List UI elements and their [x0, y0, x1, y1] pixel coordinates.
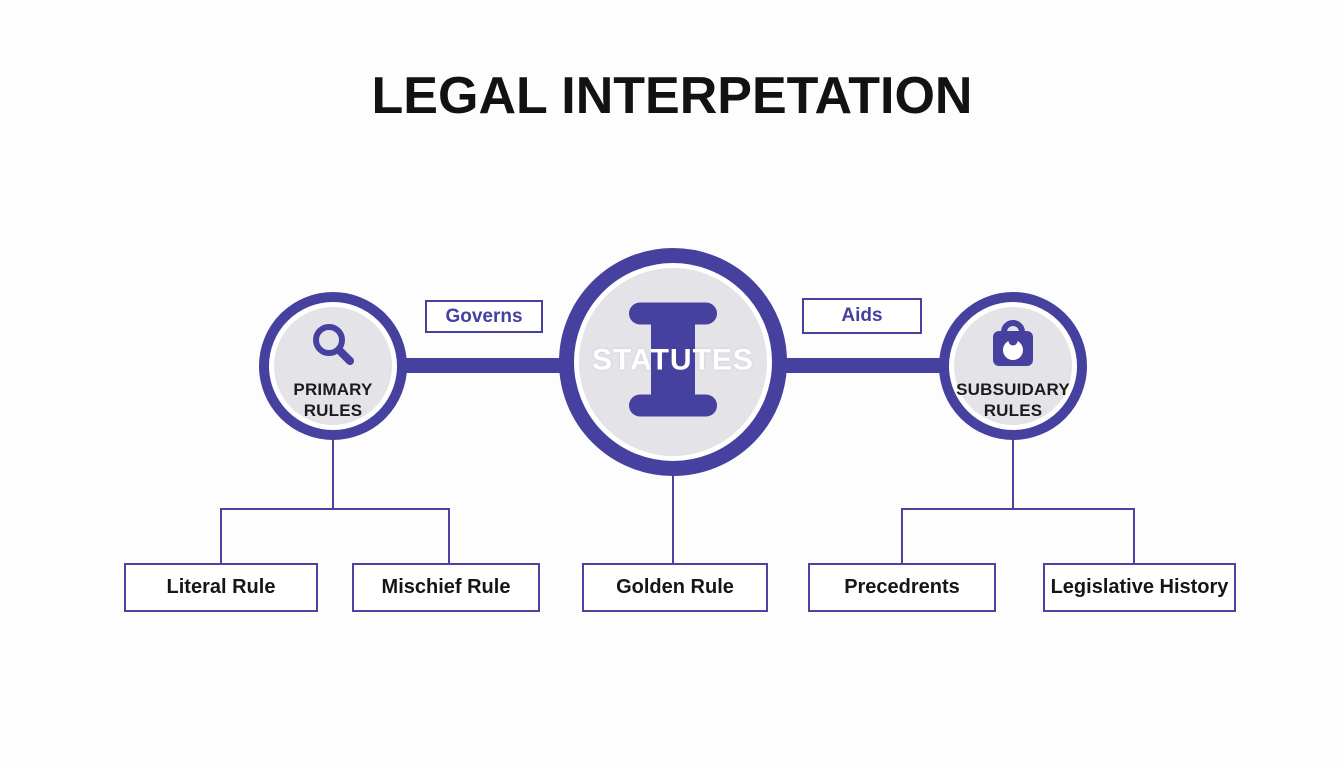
connector-right-rail: [901, 508, 1135, 510]
node-statutes: STATUTES: [559, 248, 787, 476]
connector-right-drop-2: [1133, 508, 1135, 563]
connector-left-drop-2: [448, 508, 450, 563]
edge-label-aids: Aids: [802, 298, 922, 334]
leaf-box-golden-rule-label: Golden Rule: [616, 576, 734, 598]
connector-center-stem: [672, 474, 674, 563]
connector-bar-right: [775, 358, 950, 373]
connector-left-stem: [332, 440, 334, 510]
bag-icon: [987, 319, 1039, 374]
node-primary-rules-body: PRIMARY RULES: [274, 307, 392, 425]
node-primary-rules-label-line2: RULES: [303, 400, 363, 420]
connector-bar-left: [400, 358, 575, 373]
node-statutes-body: STATUTES: [579, 268, 767, 456]
leaf-box-mischief-rule: Mischief Rule: [352, 563, 540, 612]
connector-left-drop-1: [220, 508, 222, 563]
edge-label-governs: Governs: [425, 300, 543, 333]
connector-right-stem: [1012, 440, 1014, 510]
leaf-box-mischief-rule-label: Mischief Rule: [381, 576, 511, 598]
node-statutes-label: STATUTES: [592, 343, 754, 377]
leaf-box-literal-rule: Literal Rule: [124, 563, 318, 612]
node-subsidiary-rules-label-line2: RULES: [983, 400, 1043, 420]
scroll-icon: [623, 302, 723, 422]
connector-right-drop-1: [901, 508, 903, 563]
leaf-box-precedents-label: Precedrents: [844, 576, 960, 598]
node-subsidiary-rules-label-line1: SUBSUIDARY: [956, 380, 1070, 400]
edge-label-governs-text: Governs: [445, 305, 523, 327]
node-primary-rules-label-line1: PRIMARY: [293, 380, 373, 400]
node-primary-rules: PRIMARY RULES: [259, 292, 407, 440]
page-title: LEGAL INTERPETATION: [371, 67, 973, 125]
leaf-box-legislative-history-label: Legislative History: [1050, 576, 1229, 598]
connector-left-rail: [220, 508, 450, 510]
leaf-box-golden-rule: Golden Rule: [582, 563, 768, 612]
node-subsidiary-rules: SUBSUIDARY RULES: [939, 292, 1087, 440]
leaf-box-precedents: Precedrents: [808, 563, 996, 612]
magnifier-icon: [308, 319, 358, 374]
edge-label-aids-text: Aids: [841, 305, 883, 326]
node-subsidiary-rules-body: SUBSUIDARY RULES: [954, 307, 1072, 425]
leaf-box-legislative-history: Legislative History: [1043, 563, 1236, 612]
leaf-box-literal-rule-label: Literal Rule: [166, 576, 276, 598]
